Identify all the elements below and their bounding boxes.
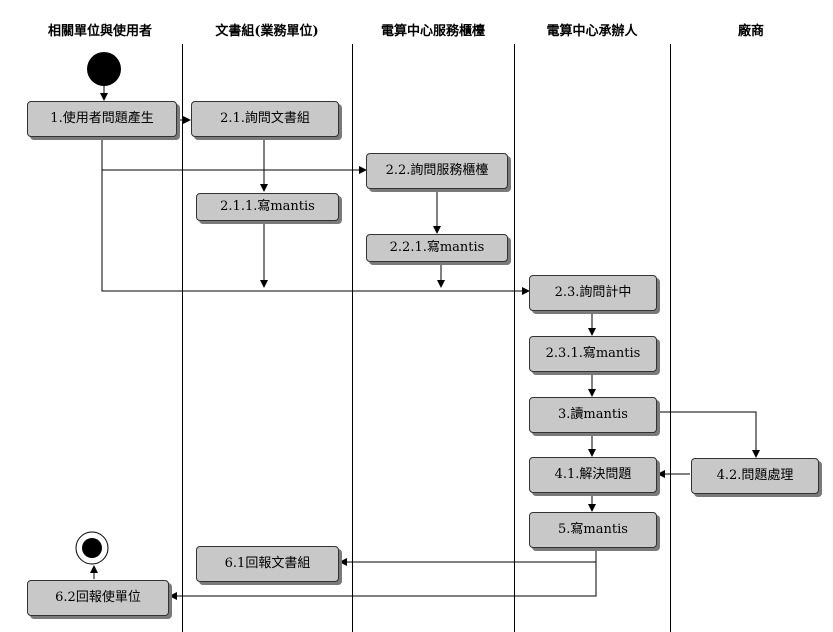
lane-title-vendor: 廠商 [737, 24, 764, 39]
activity-6-1-report-document-office: 6.1回報文書組 [196, 546, 339, 582]
connector-1-to-2-2 [101, 138, 367, 174]
activity-1-user-issue: 1.使用者問題產生 [27, 101, 177, 137]
connector-5-to-6-2 [169, 562, 597, 600]
lane-title-handler: 電算中心承辦人 [546, 24, 638, 39]
activity-3-read-mantis: 3.讀mantis [529, 397, 657, 433]
activity-2-1-1-write-mantis: 2.1.1.寫mantis [196, 193, 339, 221]
activity-4-1-solve-issue: 4.1.解決問題 [529, 457, 657, 493]
lane-title-service-counter: 電算中心服務櫃檯 [380, 24, 485, 39]
connector-3-to-4-2 [657, 411, 760, 458]
lane-divider [670, 44, 671, 632]
activity-2-3-ask-computing-center: 2.3.詢問計中 [529, 275, 657, 311]
activity-2-2-1-write-mantis: 2.2.1.寫mantis [366, 234, 508, 262]
activity-4-2-vendor-handling: 4.2.問題處理 [691, 458, 819, 494]
end-node-inner [82, 538, 102, 558]
activity-2-2-ask-service-counter: 2.2.詢問服務櫃檯 [366, 153, 508, 189]
start-node [87, 52, 121, 86]
lane-divider [514, 44, 515, 632]
activity-2-3-1-write-mantis: 2.3.1.寫mantis [529, 336, 657, 372]
connector-1-to-2-3 [101, 170, 530, 295]
lane-title-document-office: 文書組(業務單位) [215, 24, 319, 39]
activity-2-1-ask-document-office: 2.1.詢問文書組 [191, 101, 339, 137]
activity-5-write-mantis: 5.寫mantis [529, 512, 657, 548]
activity-6-2-report-unit: 6.2回報使單位 [27, 580, 169, 616]
lane-title-users: 相關單位與使用者 [47, 24, 152, 39]
lane-divider [182, 44, 183, 632]
connector-5-to-6-1 [339, 546, 597, 566]
lane-divider [352, 44, 353, 632]
